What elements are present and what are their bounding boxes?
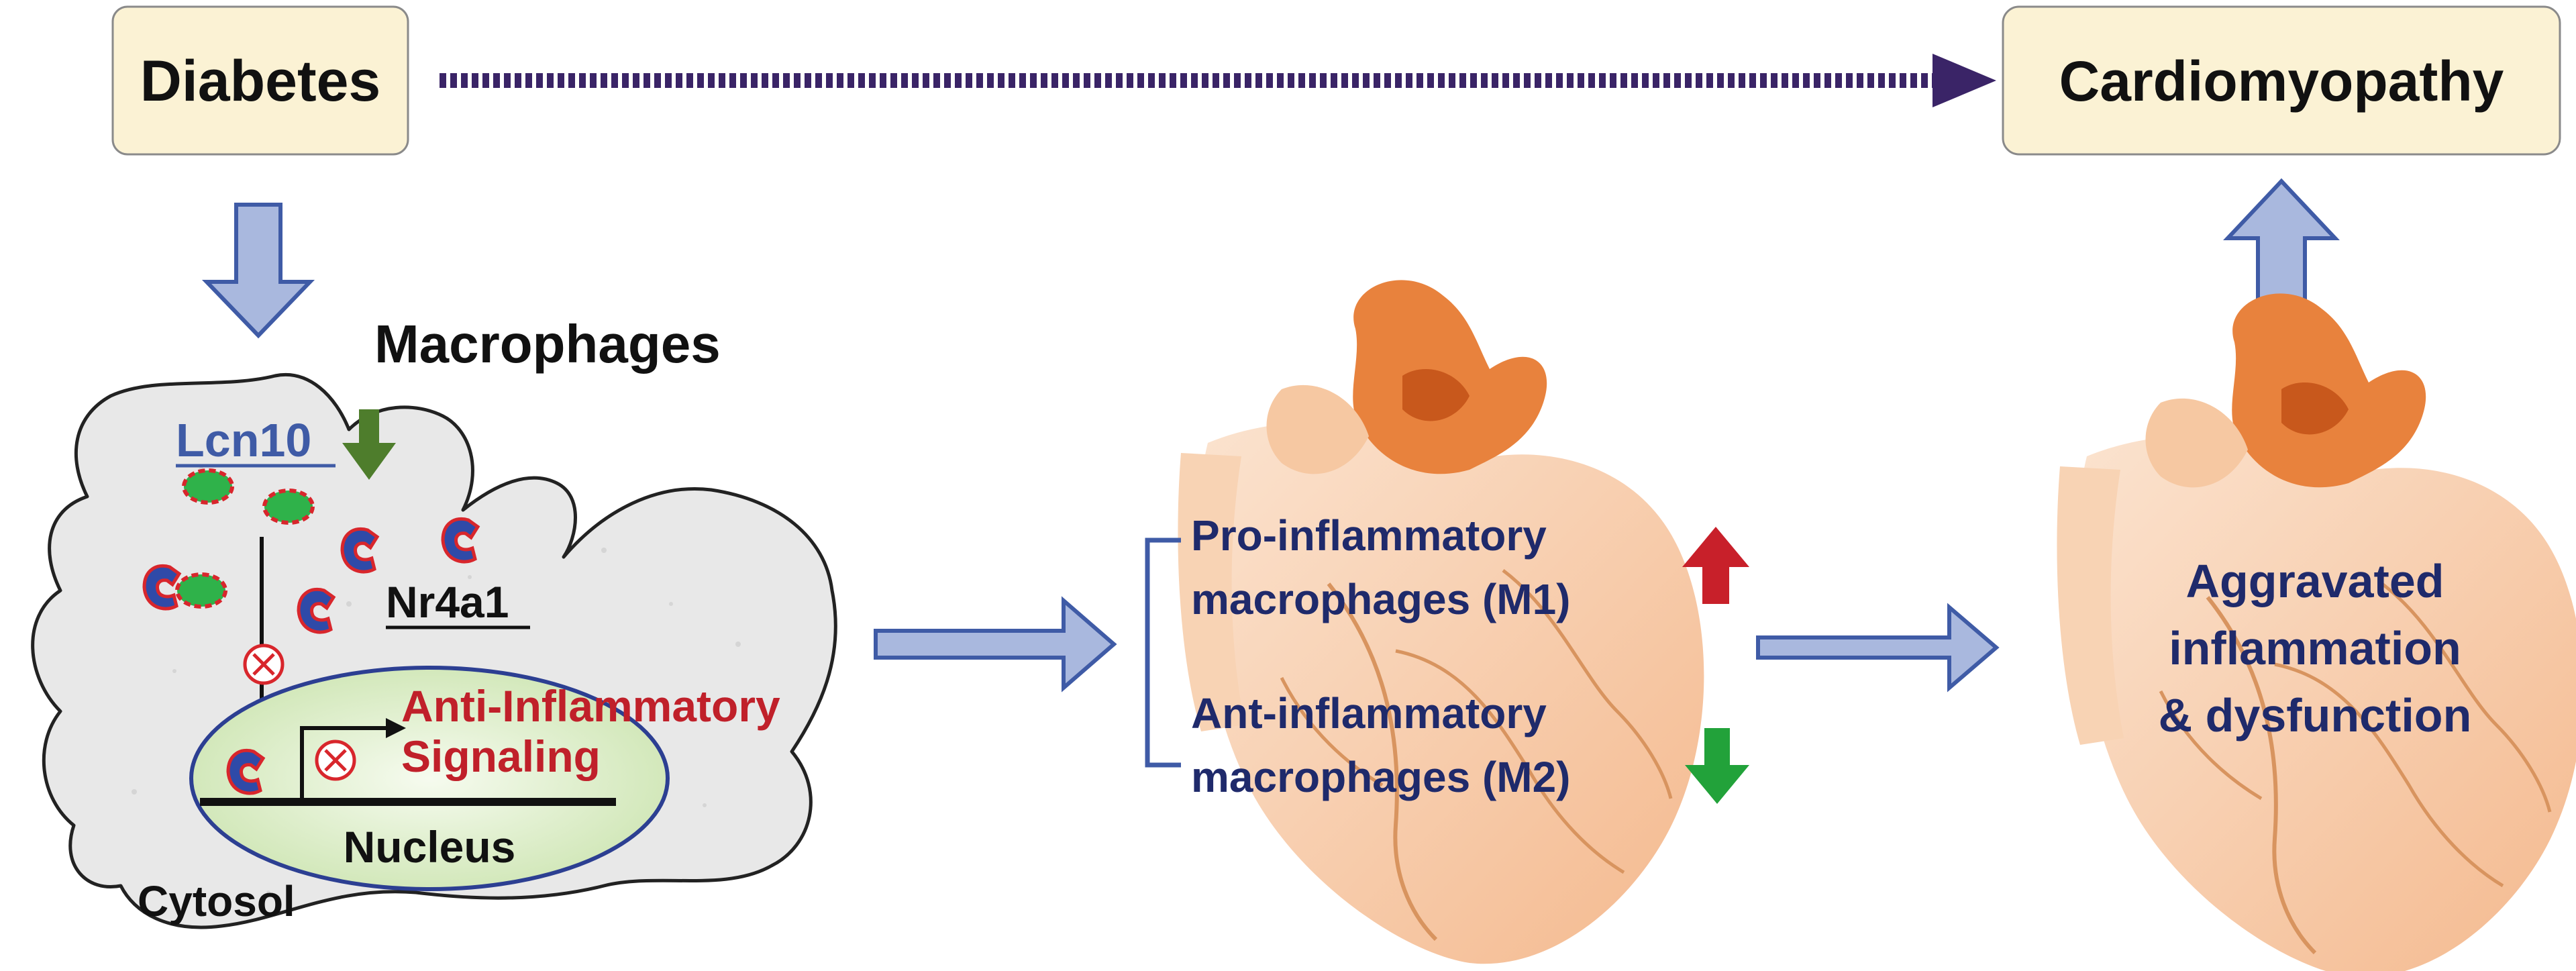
inhibition-icon — [317, 742, 354, 779]
m1-line2: macrophages (M1) — [1191, 575, 1570, 623]
promoter-arrow — [300, 726, 389, 802]
cytosol-label: Cytosol — [138, 877, 295, 925]
down-arrow-icon — [1685, 728, 1749, 804]
m2-line2: macrophages (M2) — [1191, 753, 1570, 801]
lcn10-protein-icon — [177, 574, 225, 607]
nr4a1-label: Nr4a1 — [386, 577, 509, 627]
outcome-line2: inflammation — [2169, 622, 2461, 674]
m2-line1: Ant-inflammatory — [1191, 689, 1547, 737]
cardiomyopathy-label: Cardiomyopathy — [2059, 50, 2504, 113]
up-block-arrow — [2223, 178, 2340, 311]
lcn10-protein-icon — [184, 470, 232, 503]
lcn10-protein-icon — [264, 491, 313, 523]
up-arrow-icon — [1682, 527, 1749, 604]
lcn10-label: Lcn10 — [176, 414, 311, 466]
bracket — [1145, 538, 1181, 768]
inhibition-icon — [245, 646, 282, 683]
outcome-line1: Aggravated — [2185, 555, 2444, 607]
signaling-line2: Signaling — [401, 731, 601, 781]
right-block-arrow-2 — [1756, 603, 2000, 693]
lcn10-down-arrow-icon — [342, 409, 396, 480]
cardiomyopathy-box: Cardiomyopathy — [2002, 5, 2561, 156]
outcome-line3: & dysfunction — [2159, 689, 2472, 742]
nucleus-label: Nucleus — [344, 822, 516, 872]
nucleus — [189, 666, 670, 891]
macrophages-title: Macrophages — [374, 314, 721, 374]
m1-line1: Pro-inflammatory — [1191, 511, 1547, 560]
down-block-arrow — [201, 203, 315, 339]
diabetes-label: Diabetes — [140, 49, 381, 113]
signaling-line1: Anti-Inflammatory — [401, 681, 780, 731]
right-block-arrow-1 — [874, 596, 1117, 693]
dotted-arrow — [440, 54, 1996, 107]
diabetes-box: Diabetes — [111, 5, 409, 156]
